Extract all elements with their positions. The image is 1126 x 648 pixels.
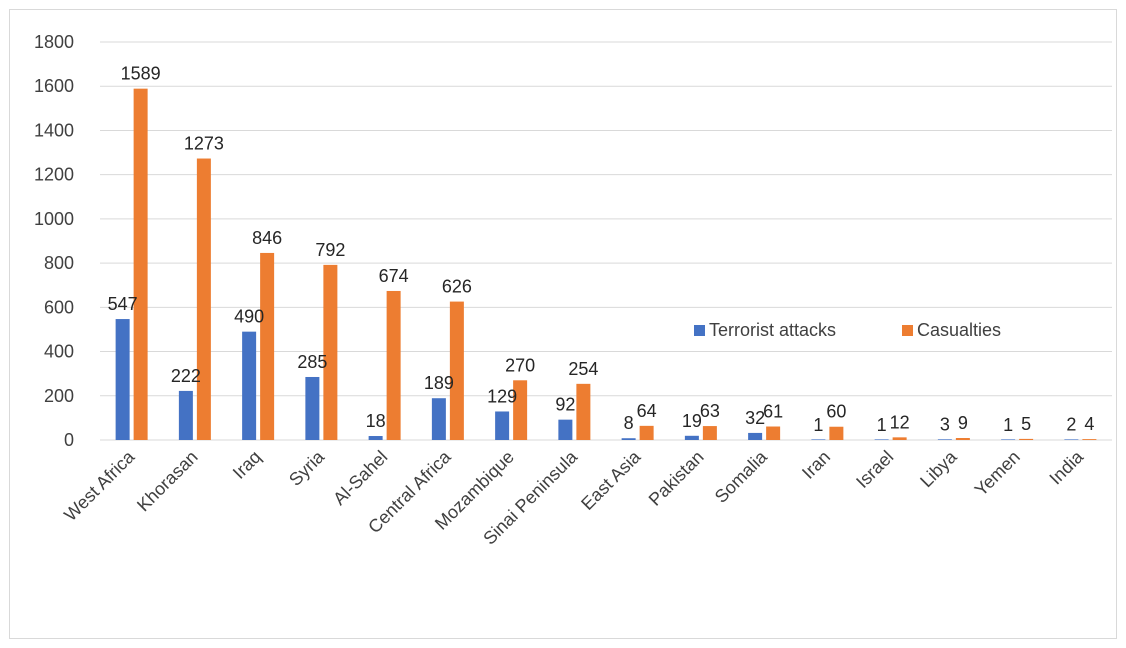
data-label: 1273 [184, 134, 224, 154]
data-label: 61 [763, 402, 783, 422]
y-tick-label: 1600 [34, 76, 74, 96]
bar-attacks-yemen [1001, 439, 1016, 440]
data-label: 254 [568, 359, 598, 379]
x-tick-label: Israel [852, 447, 897, 492]
data-label: 18 [366, 411, 386, 431]
x-tick-label: Libya [916, 446, 961, 491]
data-label: 12 [890, 412, 910, 432]
x-tick-label: Iraq [229, 447, 265, 483]
data-label: 92 [555, 395, 575, 415]
data-label: 270 [505, 355, 535, 375]
data-label: 626 [442, 277, 472, 297]
bar-attacks-khorasan [178, 390, 193, 440]
y-tick-label: 1200 [34, 165, 74, 185]
data-label: 8 [624, 413, 634, 433]
legend-label: Casualties [917, 320, 1001, 340]
bar-casualties-west-africa [133, 88, 148, 440]
bar-attacks-iran [811, 439, 826, 440]
bar-casualties-india [1082, 439, 1097, 440]
legend-swatch [902, 325, 913, 336]
bar-attacks-india [1064, 439, 1079, 440]
data-label: 9 [958, 413, 968, 433]
bar-casualties-central-africa [449, 301, 464, 440]
x-tick-label: Iran [798, 447, 834, 483]
legend-label: Terrorist attacks [709, 320, 836, 340]
bars [115, 88, 1097, 440]
legend-swatch [694, 325, 705, 336]
data-label: 19 [682, 411, 702, 431]
bar-casualties-iraq [260, 252, 275, 440]
x-tick-label: Somalia [711, 446, 772, 507]
x-tick-label: India [1045, 446, 1087, 488]
data-labels: 5471589222127349084628579218674189626129… [108, 64, 1095, 435]
x-tick-label: West Africa [60, 446, 139, 525]
x-tick-label: Pakistan [645, 447, 708, 510]
data-label: 64 [637, 401, 657, 421]
y-tick-label: 600 [44, 297, 74, 317]
bar-attacks-mozambique [495, 411, 510, 440]
data-label: 285 [297, 352, 327, 372]
x-tick-label: Yemen [971, 447, 1024, 500]
data-label: 3 [940, 414, 950, 434]
data-label: 222 [171, 366, 201, 386]
bar-casualties-sinai-peninsula [576, 383, 591, 440]
bar-attacks-pakistan [684, 435, 699, 440]
y-axis-ticks: 0 200 400 600 800 1000 1200 1400 1600 1800 [34, 32, 74, 450]
data-label: 32 [745, 408, 765, 428]
data-label: 1589 [121, 64, 161, 84]
chart-frame [9, 9, 1117, 639]
bar-attacks-syria [305, 376, 320, 440]
data-label: 129 [487, 386, 517, 406]
x-tick-label: Syria [285, 446, 329, 490]
x-tick-label: Al-Sahel [329, 447, 391, 509]
y-tick-label: 1800 [34, 32, 74, 52]
data-label: 547 [108, 294, 138, 314]
y-tick-label: 800 [44, 253, 74, 273]
bar-casualties-east-asia [639, 425, 654, 440]
bar-casualties-al-sahel [386, 290, 401, 440]
bar-casualties-yemen [1019, 438, 1034, 440]
bar-attacks-somalia [748, 432, 763, 440]
bar-casualties-mozambique [513, 380, 528, 440]
bar-casualties-iran [829, 426, 844, 440]
y-tick-label: 1400 [34, 120, 74, 140]
bar-casualties-syria [323, 264, 338, 440]
bar-casualties-pakistan [702, 426, 717, 440]
bar-attacks-west-africa [115, 319, 130, 440]
data-label: 792 [315, 240, 345, 260]
data-label: 60 [826, 402, 846, 422]
y-tick-label: 200 [44, 386, 74, 406]
bar-casualties-libya [955, 438, 970, 440]
data-label: 674 [379, 266, 409, 286]
bar-attacks-east-asia [621, 438, 636, 440]
x-tick-label: Khorasan [133, 447, 202, 516]
bar-attacks-israel [874, 439, 889, 440]
y-tick-label: 400 [44, 342, 74, 362]
bar-casualties-somalia [766, 426, 781, 440]
data-label: 1 [813, 415, 823, 435]
data-label: 189 [424, 373, 454, 393]
data-label: 1 [1003, 415, 1013, 435]
bar-attacks-al-sahel [368, 436, 383, 440]
bar-casualties-khorasan [196, 158, 211, 440]
data-label: 2 [1066, 415, 1076, 435]
data-label: 846 [252, 228, 282, 248]
y-tick-label: 0 [64, 430, 74, 450]
y-tick-label: 1000 [34, 209, 74, 229]
legend: Terrorist attacks Casualties [694, 320, 1001, 340]
bar-attacks-iraq [242, 331, 257, 440]
bar-attacks-libya [937, 439, 952, 440]
data-label: 1 [877, 415, 887, 435]
data-label: 4 [1084, 414, 1094, 434]
x-tick-label: East Asia [577, 446, 645, 514]
bar-attacks-sinai-peninsula [558, 419, 573, 440]
bar-attacks-central-africa [431, 398, 446, 440]
data-label: 5 [1021, 414, 1031, 434]
data-label: 490 [234, 307, 264, 327]
bar-casualties-israel [892, 437, 907, 440]
data-label: 63 [700, 401, 720, 421]
